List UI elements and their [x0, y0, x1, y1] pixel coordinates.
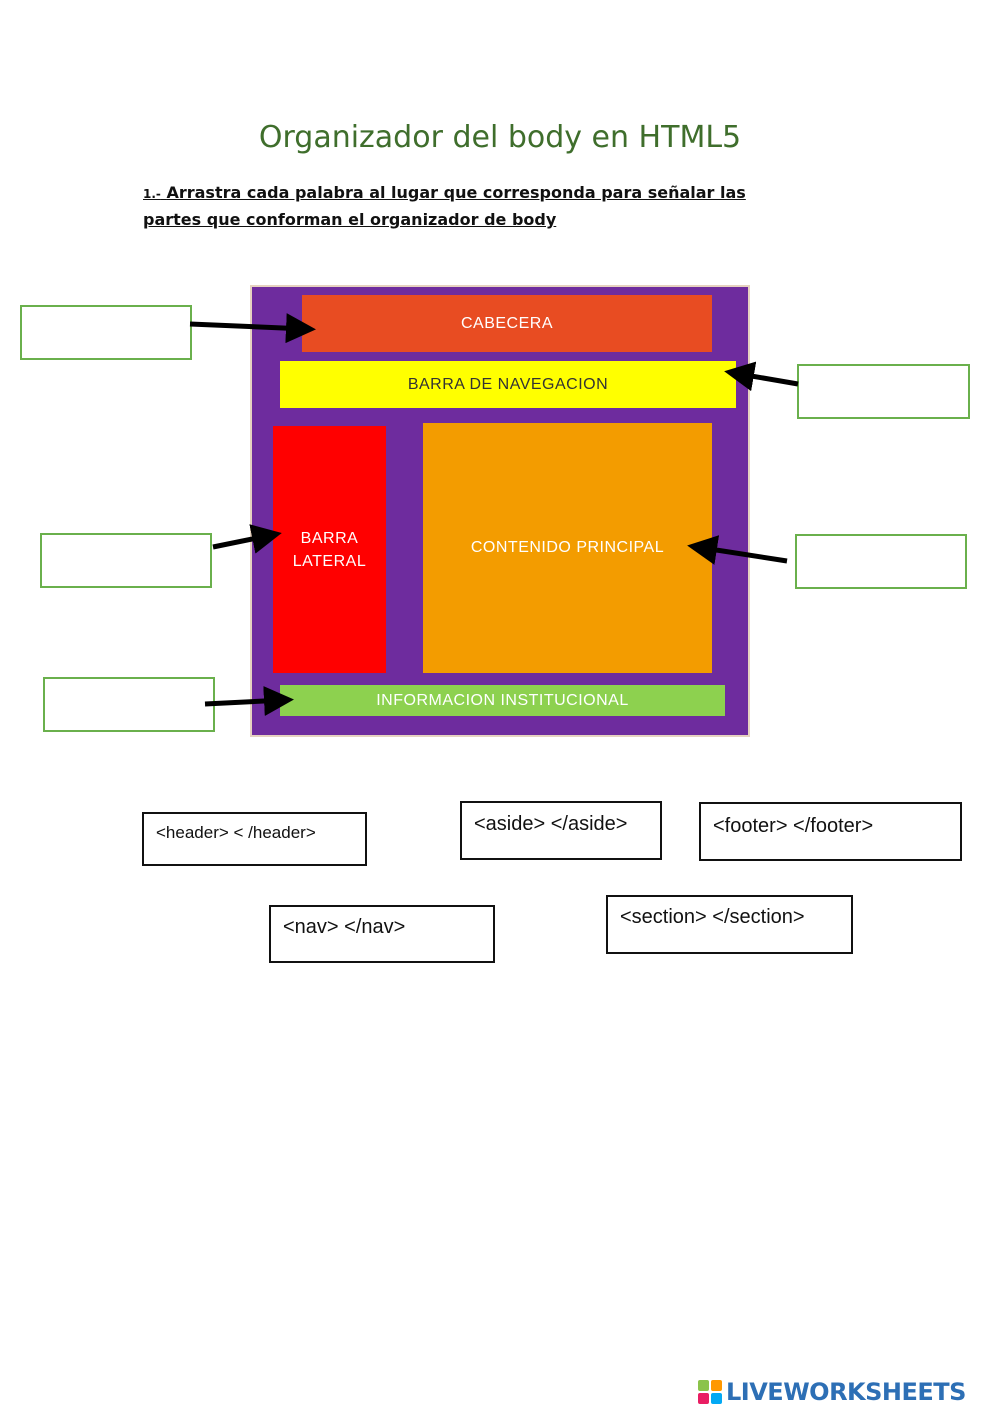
tag-nav[interactable]: <nav> </nav> [269, 905, 495, 963]
diagram-nav-block: BARRA DE NAVEGACION [280, 361, 736, 408]
diagram-aside-block: BARRA LATERAL [273, 426, 386, 673]
tag-footer[interactable]: <footer> </footer> [699, 802, 962, 861]
arrow-header [189, 313, 316, 344]
page-title: Organizador del body en HTML5 [258, 120, 742, 155]
arrow-footer [204, 686, 294, 716]
arrows [189, 313, 799, 716]
instruction-text: Arrastra cada palabra al lugar que corre… [143, 183, 746, 229]
brand-name: LIVEWORKSHEETS [726, 1378, 966, 1406]
arrow-nav [724, 361, 799, 392]
tag-aside[interactable]: <aside> </aside> [460, 801, 662, 860]
drop-box-aside[interactable] [40, 533, 212, 588]
logo-grid-icon [698, 1380, 722, 1404]
diagram-header-block: CABECERA [302, 295, 712, 352]
drop-box-header[interactable] [20, 305, 192, 360]
tag-section[interactable]: <section> </section> [606, 895, 853, 954]
arrow-aside [212, 524, 282, 554]
aside-label-line2: LATERAL [292, 552, 367, 570]
tag-header[interactable]: <header> < /header> [142, 812, 367, 866]
aside-label-line1: BARRA [300, 529, 359, 547]
drop-box-footer[interactable] [43, 677, 215, 732]
liveworksheets-logo: LIVEWORKSHEETS [698, 1378, 966, 1406]
instruction-number: 1.- [143, 187, 161, 201]
instruction: 1.- Arrastra cada palabra al lugar que c… [143, 180, 803, 233]
diagram-section-block: CONTENIDO PRINCIPAL [423, 423, 712, 673]
arrow-section [687, 535, 788, 565]
drop-box-nav[interactable] [797, 364, 970, 419]
diagram-footer-block: INFORMACION INSTITUCIONAL [280, 685, 725, 716]
drop-box-section[interactable] [795, 534, 967, 589]
